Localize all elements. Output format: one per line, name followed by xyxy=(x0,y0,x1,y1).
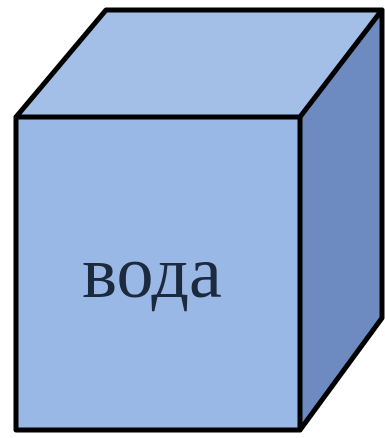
cube-label: вода xyxy=(82,232,222,314)
